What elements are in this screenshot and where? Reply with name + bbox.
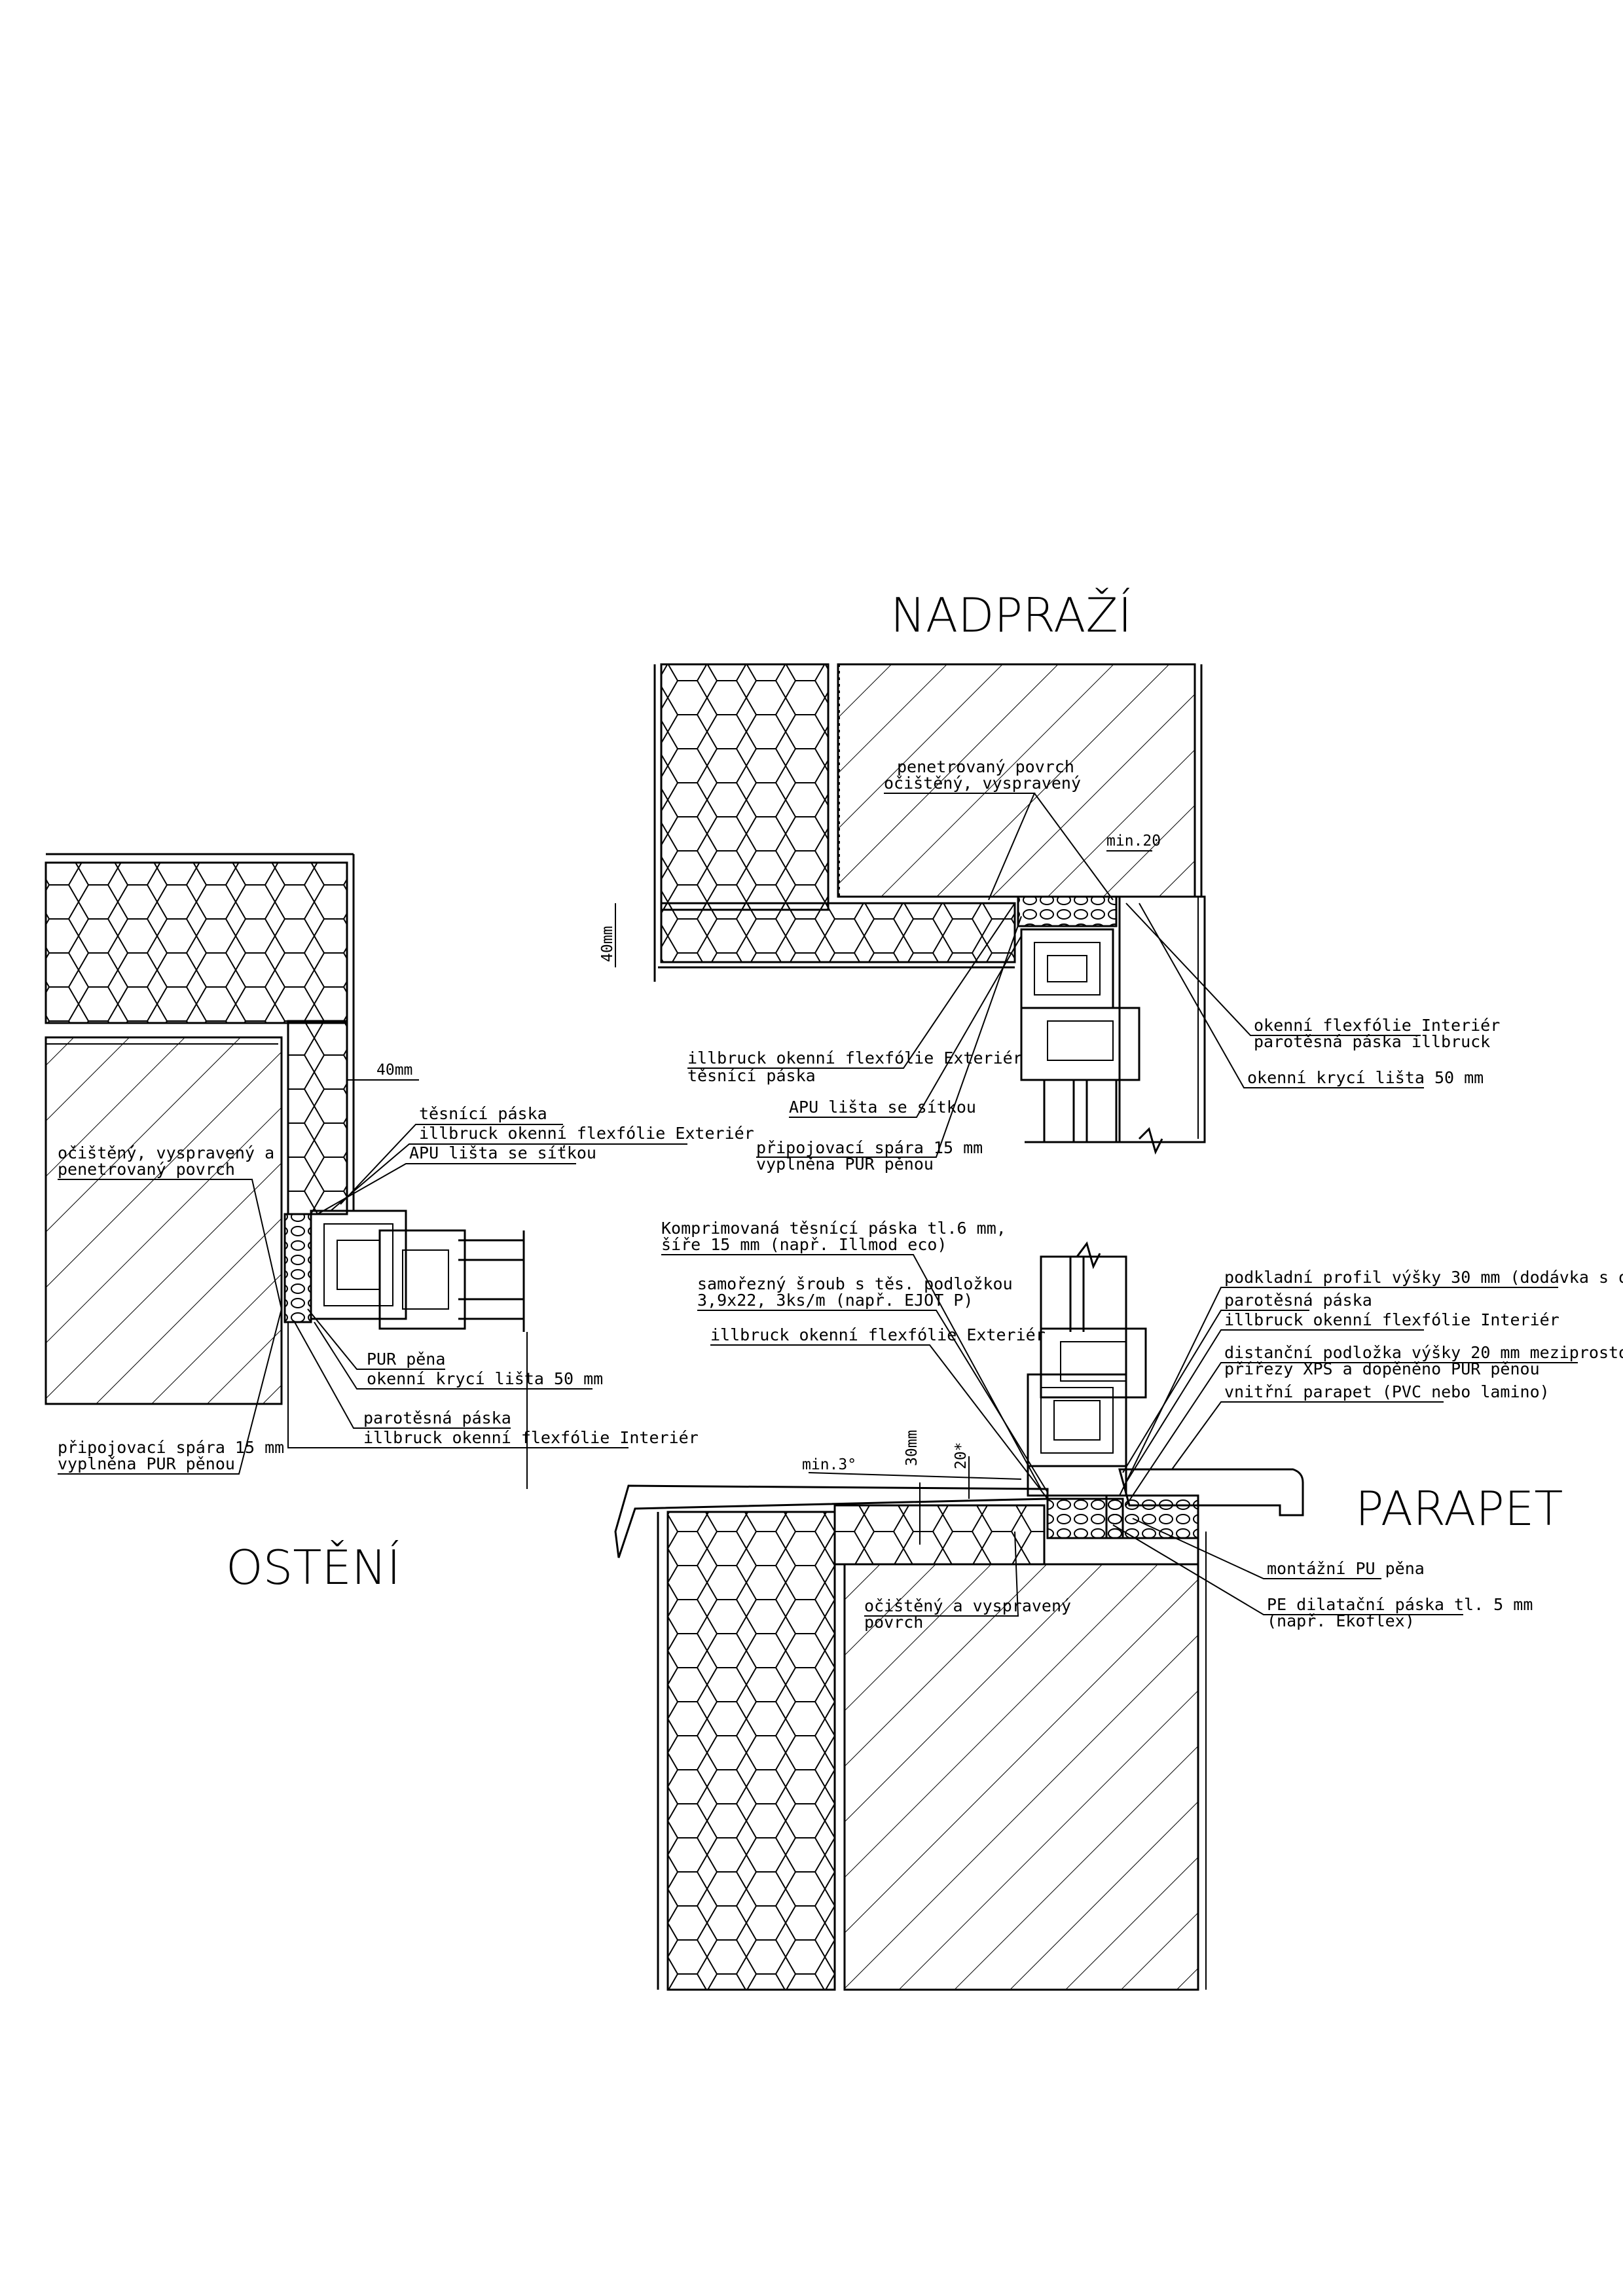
parapet-leader-inner-sill xyxy=(1171,1401,1444,1470)
parapet-dim-20: 20* xyxy=(953,1442,970,1469)
nadprazi-lintel xyxy=(837,663,1196,898)
parapet-detail: PARAPET 30mm xyxy=(614,1219,1623,1991)
parapet-label-compr-2: šíře 15 mm (např. Illmod eco) xyxy=(661,1235,947,1254)
osteni-pur-foam xyxy=(283,1213,312,1323)
osteni-window-frame xyxy=(310,1210,525,1332)
parapet-inner-sill xyxy=(1118,1468,1304,1516)
osteni-leader-vapor xyxy=(294,1321,511,1429)
nadprazi-title: NADPRAŽÍ xyxy=(890,588,1132,643)
osteni-label-joint: připojovací spára 15 mm xyxy=(58,1438,284,1457)
parapet-leader-ext-foil xyxy=(710,1344,1048,1499)
osteni-label-apu: APU lišta se síťkou xyxy=(409,1143,596,1162)
nadprazi-leader-ext-foil xyxy=(687,903,1015,1069)
nadprazi-window-frame xyxy=(1020,928,1140,1143)
osteni-label-ext-foil: illbruck okenní flexfólie Exteriér xyxy=(419,1124,754,1143)
parapet-leader-mount-foam xyxy=(1132,1518,1381,1579)
parapet-leader-vapor xyxy=(1122,1310,1309,1473)
osteni-masonry xyxy=(45,1036,283,1405)
parapet-label-screw-2: 3,9x22, 3ks/m (např. EJOT P) xyxy=(697,1291,973,1310)
osteni-label-vapor: parotěsná páska xyxy=(363,1408,511,1427)
nadprazi-label-penetrated: penetrovaný povrch xyxy=(897,757,1074,776)
parapet-label-vapor: parotěsná páska xyxy=(1224,1291,1372,1310)
nadprazi-leader-joint xyxy=(756,916,1022,1158)
osteni-leader-cover xyxy=(314,1321,593,1390)
nadprazi-break-mark xyxy=(1138,1127,1163,1155)
nadprazi-label-apu: APU lišta se sítkou xyxy=(789,1098,976,1117)
parapet-leader-pe xyxy=(1112,1524,1463,1615)
nadprazi-pur-foam xyxy=(1017,895,1118,927)
osteni-label-penetrated: penetrovaný povrch xyxy=(58,1160,235,1179)
nadprazi-dim-min20: min.20 xyxy=(1106,833,1161,850)
parapet-leader-cleaned xyxy=(864,1531,1019,1617)
parapet-label-int-foil: illbruck okenní flexfólie Interiér xyxy=(1224,1310,1559,1329)
parapet-label-screw: samořezný šroub s těs. podložkou xyxy=(697,1274,1013,1293)
parapet-label-pe: PE dilatační páska tl. 5 mm xyxy=(1267,1595,1533,1614)
parapet-insulation-vertical xyxy=(666,1511,836,1991)
nadprazi-label-cleaned: očištěný, vyspravený xyxy=(884,774,1081,793)
parapet-leader-screw xyxy=(697,1310,1048,1493)
parapet-label-inner-sill: vnitřní parapet (PVC nebo lamino) xyxy=(1224,1382,1550,1401)
nadprazi-detail: NADPRAŽÍ 40mm xyxy=(599,588,1500,1174)
nadprazi-label-cover: okenní krycí lišta 50 mm xyxy=(1247,1068,1484,1087)
nadprazi-label-seal-tape: těsnící páska xyxy=(687,1066,816,1085)
osteni-leader-ext-foil xyxy=(330,1143,687,1211)
parapet-insulation-top xyxy=(833,1504,1046,1566)
osteni-detail: OSTĚNÍ 40mm těsnící páska xyxy=(45,853,754,1595)
osteni-leader-int-foil xyxy=(287,1322,629,1448)
parapet-label-mount-foam: montážní PU pěna xyxy=(1267,1559,1425,1578)
nadprazi-inner-wall xyxy=(1118,895,1206,1143)
nadprazi-label-ext-foil: illbruck okenní flexfólie Exteriér xyxy=(687,1049,1023,1067)
nadprazi-dim-40: 40mm xyxy=(599,926,616,962)
osteni-label-cover: okenní krycí lišta 50 mm xyxy=(367,1369,603,1388)
parapet-mount-foam xyxy=(1105,1494,1199,1539)
nadprazi-label-int-foil: okenní flexfólie Interiér xyxy=(1254,1016,1500,1035)
nadprazi-label-joint: připojovací spára 15 mm xyxy=(756,1138,983,1157)
parapet-leader-spacer xyxy=(1125,1362,1578,1506)
nadprazi-leader-apu xyxy=(789,935,1022,1118)
osteni-dim-40: 40mm xyxy=(376,1062,412,1079)
nadprazi-insulation-vertical xyxy=(660,663,830,911)
nadprazi-leader-int-foil xyxy=(1125,903,1421,1036)
parapet-label-spacer: distanční podložka výšky 20 mm meziprost… xyxy=(1224,1343,1623,1362)
osteni-leader-apu xyxy=(317,1163,576,1215)
osteni-label-joint-pur: vyplněna PUR pěnou xyxy=(58,1454,235,1473)
osteni-insulation-reveal xyxy=(287,1020,348,1215)
parapet-break-mark xyxy=(1076,1241,1101,1270)
osteni-leader-joint xyxy=(58,1308,282,1475)
osteni-insulation-horizontal xyxy=(45,861,348,1024)
osteni-leader-seal xyxy=(340,1124,563,1205)
nadprazi-insulation-soffit xyxy=(660,902,1016,963)
parapet-masonry xyxy=(843,1563,1199,1991)
parapet-leader-base-profile xyxy=(1119,1287,1558,1496)
parapet-label-cleaned: očištěný a vyspravený xyxy=(864,1596,1071,1615)
osteni-label-seal-tape: těsnící páska xyxy=(419,1104,547,1123)
parapet-dim-30: 30mm xyxy=(903,1430,921,1466)
parapet-label-compr: Komprimovaná těsnící páska tl.6 mm, xyxy=(661,1219,1006,1238)
osteni-leader-pur xyxy=(307,1308,445,1370)
osteni-label-pur: PUR pěna xyxy=(367,1350,445,1369)
nadprazi-leader-cover xyxy=(1139,903,1424,1088)
parapet-title: PARAPET xyxy=(1355,1481,1563,1536)
parapet-label-base-profile: podkladní profil výšky 30 mm (dodávka s … xyxy=(1224,1268,1623,1287)
parapet-leader-int-foil xyxy=(1125,1329,1424,1483)
nadprazi-leader-penetrated-2 xyxy=(1034,793,1114,901)
parapet-window-frame xyxy=(1027,1255,1147,1497)
osteni-leader-cleaned xyxy=(58,1179,282,1310)
osteni-title: OSTĚNÍ xyxy=(226,1540,401,1595)
osteni-label-int-foil: illbruck okenní flexfólie Interiér xyxy=(363,1428,699,1447)
osteni-label-cleaned: očištěný, vyspravený a xyxy=(58,1143,274,1162)
parapet-label-ext-foil: illbruck okenní flexfólie Exteriér xyxy=(710,1325,1046,1344)
parapet-dim-min3: min.3° xyxy=(802,1456,856,1473)
parapet-dim-min3-line xyxy=(808,1472,1022,1480)
